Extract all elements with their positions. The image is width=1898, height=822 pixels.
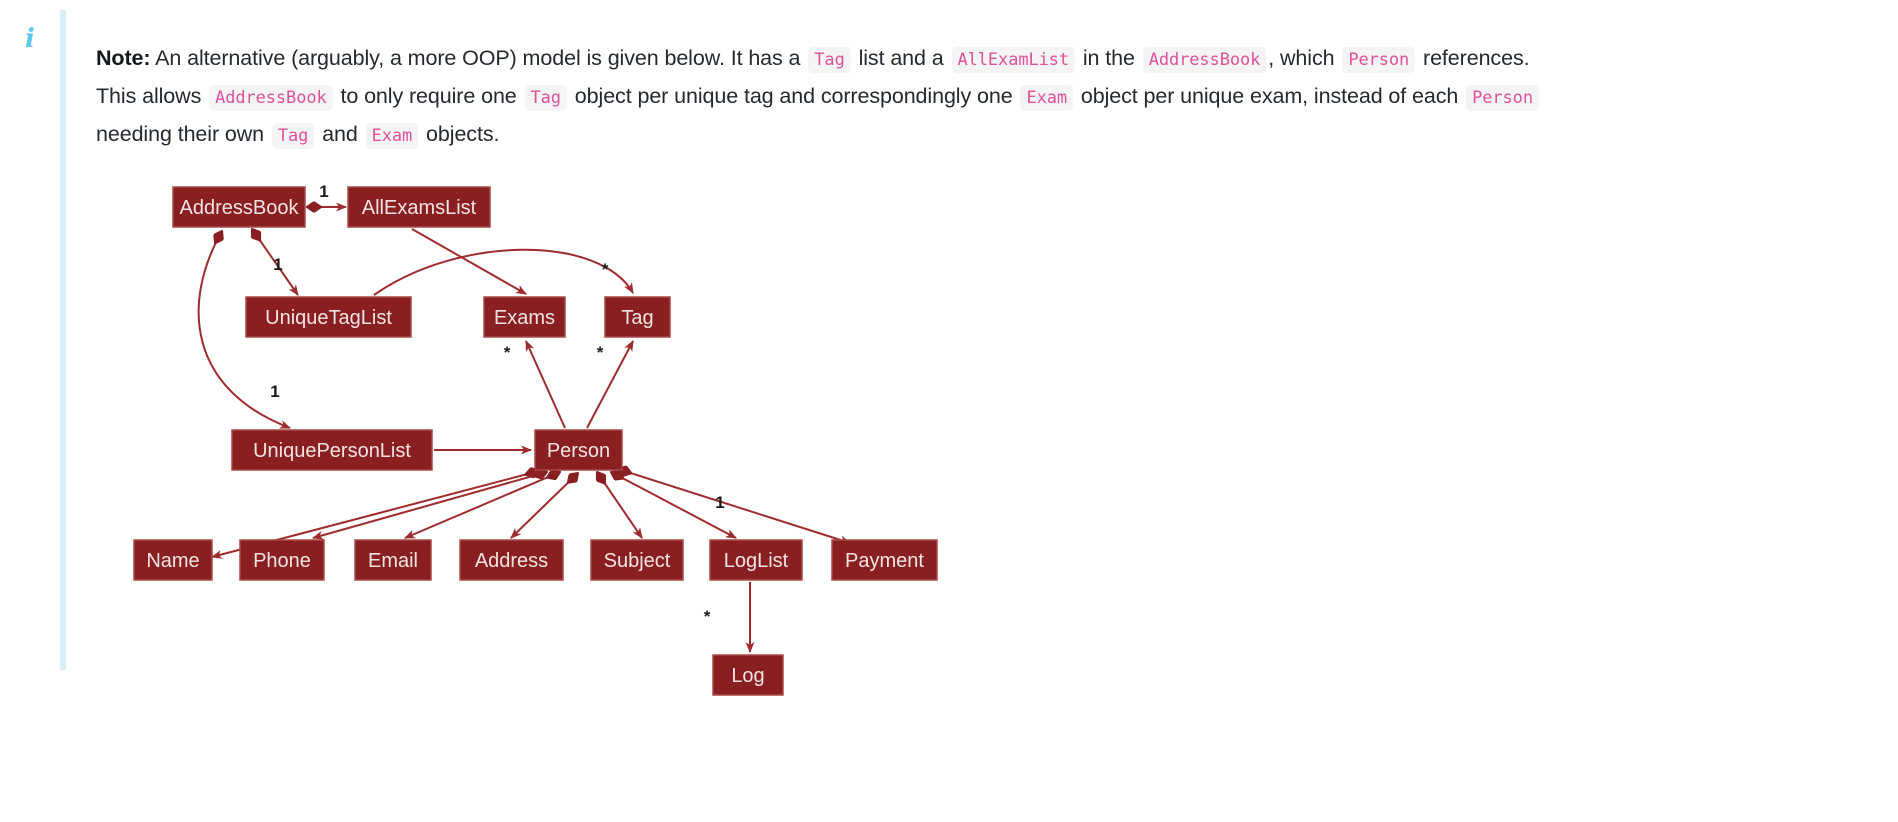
edge-person-subject [597, 472, 643, 538]
inline-code-allexamlist: AllExamList [951, 46, 1075, 73]
uml-class-subject[interactable]: Subject [590, 539, 684, 581]
uml-class-box [239, 539, 325, 581]
uml-class-person[interactable]: Person [534, 429, 623, 471]
uml-class-uniquepersonlist[interactable]: UniquePersonList [231, 429, 433, 471]
note-callout: i Note: An alternative (arguably, a more… [0, 0, 1898, 670]
uml-class-box [245, 296, 412, 338]
edge-person-payment [618, 469, 850, 543]
uml-class-box [534, 429, 623, 471]
uml-class-label: Payment [845, 550, 924, 572]
uml-class-box [347, 186, 491, 228]
uml-class-email[interactable]: Email [354, 539, 432, 581]
uml-class-box [231, 429, 433, 471]
uml-multiplicity-label: * [597, 343, 604, 362]
inline-code-tag: Tag [808, 46, 851, 73]
inline-code-tag: Tag [271, 122, 315, 149]
inline-code-addressbook: AddressBook [209, 84, 333, 111]
uml-class-box [590, 539, 684, 581]
uml-class-box [831, 539, 938, 581]
note-icon-column: i [0, 0, 60, 52]
uml-class-addressbook[interactable]: AddressBook [172, 186, 306, 228]
uml-class-label: Subject [604, 550, 671, 572]
uml-class-label: AllExamsList [362, 197, 477, 219]
inline-code-exam: Exam [365, 122, 419, 149]
inline-code-person: Person [1342, 46, 1416, 73]
edge-person-address [511, 473, 578, 539]
uml-multiplicity-label: * [704, 607, 711, 626]
uml-class-box [354, 539, 432, 581]
info-icon: i [25, 24, 35, 54]
uml-class-label: Address [475, 550, 548, 572]
uml-class-box [172, 186, 306, 228]
uml-multiplicity-label: * [504, 343, 511, 362]
uml-class-label: Log [731, 665, 764, 687]
note-body: Note: An alternative (arguably, a more O… [66, 0, 1898, 175]
uml-class-tag[interactable]: Tag [604, 296, 671, 338]
edge-person-exams [525, 340, 566, 429]
uml-multiplicity-label: 1 [273, 255, 282, 274]
uml-class-label: Exams [494, 307, 555, 329]
uml-class-label: Person [547, 440, 610, 462]
uml-class-label: Tag [621, 307, 653, 329]
uml-class-box [709, 539, 803, 581]
uml-class-name[interactable]: Name [133, 539, 213, 581]
uml-class-label: LogList [724, 550, 789, 572]
uml-multiplicity-labels: 1 1 1 * * * 1 * [270, 182, 724, 626]
uml-class-address[interactable]: Address [459, 539, 564, 581]
edge-addressbook-uniquepersonlist [197, 231, 290, 429]
uml-class-box [483, 296, 566, 338]
note-paragraph: Note: An alternative (arguably, a more O… [96, 40, 1556, 154]
uml-class-label: Email [368, 550, 418, 572]
inline-code-tag: Tag [524, 84, 567, 111]
edge-person-tag [586, 340, 634, 429]
uml-class-box [133, 539, 213, 581]
uml-edges [197, 207, 850, 653]
uml-class-label: UniqueTagList [265, 307, 392, 329]
uml-class-label: Phone [253, 550, 311, 572]
uml-multiplicity-label: * [602, 260, 609, 279]
uml-class-uniquetaglist[interactable]: UniqueTagList [245, 296, 412, 338]
uml-class-label: AddressBook [180, 197, 300, 219]
uml-multiplicity-label: 1 [319, 182, 328, 201]
uml-class-allexamslist[interactable]: AllExamsList [347, 186, 491, 228]
uml-class-box [459, 539, 564, 581]
uml-multiplicity-label: 1 [270, 382, 279, 401]
uml-class-exams[interactable]: Exams [483, 296, 566, 338]
edge-allexamslist-exams [411, 228, 527, 295]
uml-class-label: Name [146, 550, 199, 572]
note-accent-rail [60, 10, 66, 670]
edge-uniquetaglist-tag [373, 248, 634, 296]
uml-class-payment[interactable]: Payment [831, 539, 938, 581]
inline-code-person: Person [1466, 84, 1539, 111]
uml-class-log[interactable]: Log [712, 654, 784, 696]
uml-class-loglist[interactable]: LogList [709, 539, 803, 581]
uml-class-phone[interactable]: Phone [239, 539, 325, 581]
inline-code-exam: Exam [1020, 84, 1073, 111]
inline-code-addressbook: AddressBook [1142, 46, 1267, 73]
uml-class-box [604, 296, 671, 338]
uml-multiplicity-label: 1 [715, 493, 724, 512]
note-label: Note: [96, 45, 151, 70]
uml-class-box [712, 654, 784, 696]
uml-class-label: UniquePersonList [253, 440, 411, 462]
